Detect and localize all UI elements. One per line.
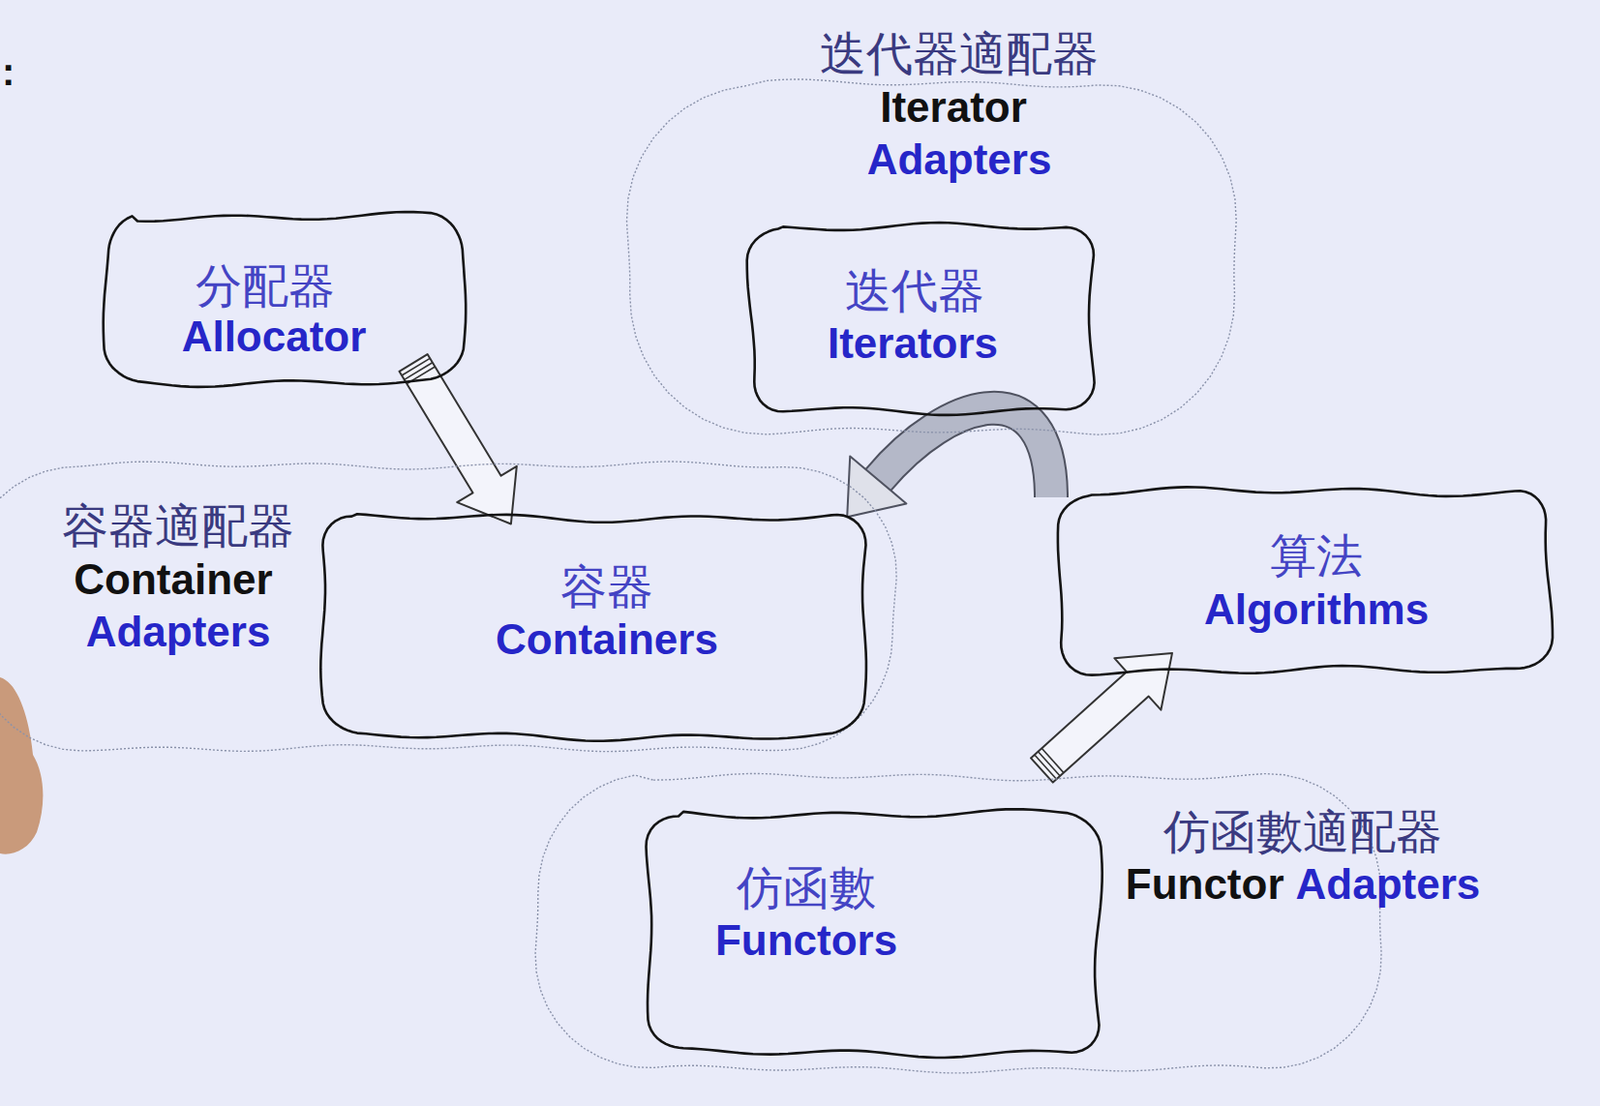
- english-name: Functors: [715, 917, 898, 965]
- text-row: Functors: [715, 917, 898, 965]
- chinese-name: 仿函數適配器: [1163, 806, 1443, 858]
- text-row: Iterators: [827, 320, 998, 367]
- english-name: Containers: [495, 616, 719, 664]
- english-name: Allocator: [181, 313, 367, 361]
- curved-arrow-head: [846, 456, 906, 518]
- dotted-region-outline: [0, 461, 897, 753]
- cloud-outline: [1057, 486, 1553, 675]
- english-name: Adapters: [86, 608, 272, 656]
- cloud-outline: [1051, 483, 1556, 679]
- text-row: 迭代器: [845, 265, 985, 317]
- text-row: Algorithms: [1204, 586, 1429, 634]
- connector-arrow: [846, 408, 1052, 517]
- dotted-region-outline: [622, 76, 1242, 439]
- text-row: Adapters: [867, 136, 1053, 183]
- text-row: 仿函數適配器: [1163, 806, 1443, 858]
- curved-arrow-band: [877, 408, 1052, 498]
- component-box: 算法Algorithms: [1051, 483, 1556, 679]
- chinese-name: 容器: [560, 561, 654, 613]
- text-row: Adapters: [86, 608, 272, 656]
- curved-arrow-band-edge: [877, 408, 1052, 498]
- english-name: Adapters: [1296, 861, 1481, 908]
- chinese-name: 迭代器: [845, 265, 985, 317]
- text-row: 迭代器適配器: [819, 28, 1099, 80]
- english-name: Adapters: [867, 136, 1053, 183]
- chinese-name: 容器適配器: [61, 500, 295, 552]
- text-row: Allocator: [181, 313, 367, 361]
- cloud-outline: [747, 222, 1095, 416]
- text-row: 分配器: [195, 260, 335, 312]
- chinese-name: 算法: [1269, 530, 1363, 582]
- text-row: 容器適配器: [61, 500, 295, 552]
- text-row: Iterator: [879, 84, 1027, 131]
- component-box: 容器Containers: [316, 510, 873, 745]
- text-row: 仿函數: [736, 862, 876, 914]
- cloud-outline: [742, 219, 1102, 419]
- cloud-outline: [646, 809, 1103, 1058]
- arrow-tail-stripe: [1034, 754, 1057, 780]
- arrow-tail-stripe: [1041, 748, 1064, 773]
- component-box: 迭代器Iterators: [742, 219, 1102, 419]
- text-row: FunctorAdapters: [1125, 861, 1480, 908]
- english-name: Container: [73, 556, 272, 604]
- text-row: Container: [73, 556, 272, 604]
- cloud-outline: [103, 211, 467, 388]
- component-box: 分配器Allocator: [96, 209, 472, 391]
- adapter-region: 仿函數適配器FunctorAdapters 仿函數Functors: [530, 770, 1496, 1077]
- chinese-name: 分配器: [195, 260, 335, 312]
- text-row: 算法: [1269, 530, 1363, 582]
- dotted-region-outline: [627, 79, 1238, 435]
- cut-off-title-mark: :: [1, 50, 15, 94]
- presenter-hand: [0, 677, 43, 855]
- adapter-region: 容器適配器ContainerAdapters 容器Containers: [0, 458, 904, 755]
- adapter-region: 迭代器適配器IteratorAdapters 迭代器Iterators: [619, 18, 1244, 441]
- chinese-name: 迭代器適配器: [819, 28, 1099, 80]
- english-name: Iterators: [827, 320, 998, 367]
- english-name: Iterator: [879, 84, 1027, 131]
- component-box: 仿函數Functors: [642, 806, 1108, 1061]
- english-name: Functor: [1125, 861, 1285, 908]
- text-row: 容器: [560, 561, 654, 613]
- block-arrow: [1030, 653, 1173, 784]
- cloud-outline: [320, 513, 867, 742]
- text-row: Containers: [495, 616, 719, 664]
- english-name: Algorithms: [1204, 586, 1429, 634]
- chinese-name: 仿函數: [736, 862, 876, 914]
- connector-arrow: [1030, 653, 1173, 784]
- arrow-tail-stripe: [1037, 752, 1060, 777]
